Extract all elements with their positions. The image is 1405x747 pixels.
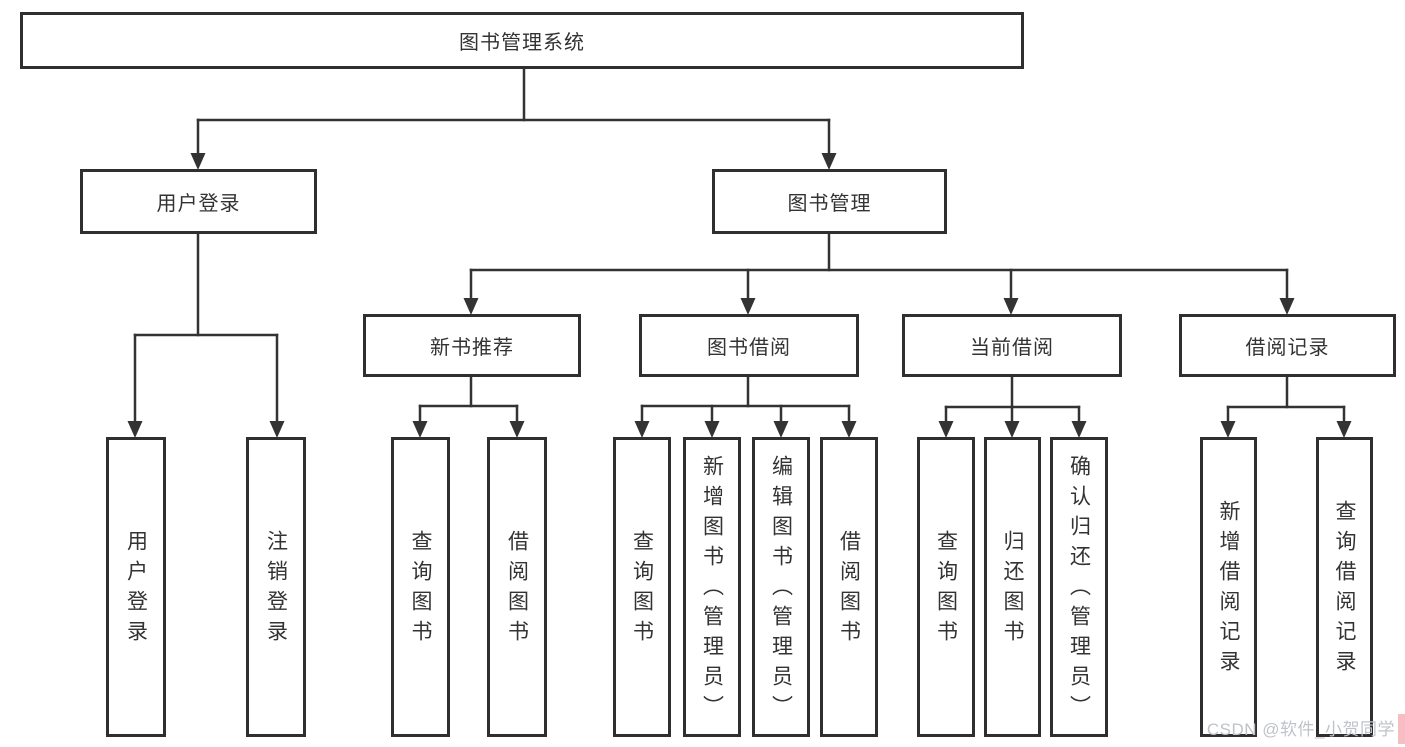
leaf-user-login: 用户登录: [106, 437, 166, 737]
node-library-management-system: 图书管理系统: [20, 12, 1024, 69]
leaf-cb-return-books: 归还图书: [984, 437, 1041, 737]
leaf-bb-edit-books-admin: 编辑图书（管理员）: [752, 437, 810, 737]
leaf-bb-add-books-admin: 新增图书（管理员）: [683, 437, 741, 737]
leaf-bb-query-books: 查询图书: [613, 437, 671, 737]
node-new-book-recommend: 新书推荐: [363, 314, 581, 377]
node-current-borrow: 当前借阅: [902, 314, 1122, 377]
leaf-nbr-borrow-books: 借阅图书: [487, 437, 547, 737]
node-user-login: 用户登录: [80, 169, 317, 234]
leaf-cb-query-books: 查询图书: [917, 437, 975, 737]
leaf-br-add-record: 新增借阅记录: [1200, 437, 1257, 737]
node-book-management: 图书管理: [712, 169, 947, 234]
leaf-logout: 注销登录: [246, 437, 306, 737]
watermark: CSDN @软件_小贺同学: [1206, 720, 1395, 739]
leaf-br-query-record: 查询借阅记录: [1316, 437, 1373, 737]
arrowheads: [127, 153, 1352, 438]
leaf-bb-borrow-books: 借阅图书: [820, 437, 878, 737]
watermark-accent-strip: [1398, 714, 1405, 744]
node-borrow-records: 借阅记录: [1179, 314, 1396, 377]
leaf-cb-confirm-return-admin: 确认归还（管理员）: [1050, 437, 1108, 737]
leaf-nbr-query-books: 查询图书: [391, 437, 450, 737]
node-book-borrow: 图书借阅: [639, 314, 859, 377]
